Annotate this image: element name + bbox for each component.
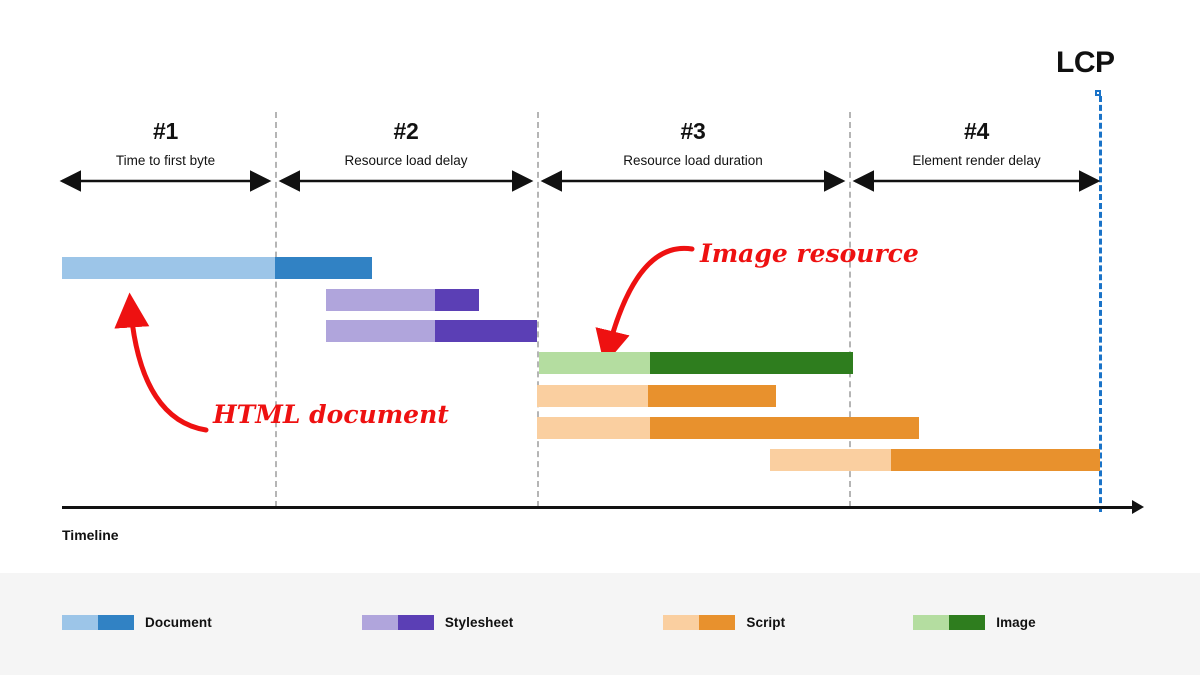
bar-segment-transfer [650, 352, 853, 374]
phase-number-4: #4 [964, 118, 989, 144]
phase-name-2: Resource load delay [344, 153, 468, 168]
legend-swatch-script-icon [663, 615, 736, 630]
bar-segment-wait [537, 417, 650, 439]
phase-divider-2 [537, 112, 539, 507]
timeline-axis-label: Timeline [62, 527, 119, 543]
html-document-annotation-arrow [114, 292, 209, 433]
lcp-marker-cap-icon [1095, 90, 1101, 96]
bar-segment-wait [326, 320, 435, 342]
timeline-axis-arrowhead-icon [1132, 500, 1144, 514]
legend-item-script: Script [663, 615, 785, 630]
legend-item-image: Image [913, 615, 1036, 630]
phase-divider-1 [275, 112, 277, 507]
lcp-label: LCP [1056, 46, 1115, 79]
phase-number-3: #3 [680, 118, 706, 144]
timeline-axis [62, 506, 1134, 509]
phase-divider-3 [849, 112, 851, 507]
bar-segment-wait [62, 257, 275, 279]
bar-segment-transfer [891, 449, 1100, 471]
phase-number-2: #2 [393, 118, 419, 144]
image-resource-annotation-arrow [595, 245, 695, 366]
legend-swatch-document-icon [62, 615, 134, 630]
phase-name-4: Element render delay [912, 153, 1041, 168]
waterfall-bar-script-7 [770, 449, 1100, 471]
lcp-vertical-line [1099, 96, 1102, 512]
waterfall-bar-image-4 [539, 352, 853, 374]
waterfall-bar-document-1 [62, 257, 372, 279]
legend-swatch-stylesheet-icon [361, 615, 434, 630]
bar-segment-wait [770, 449, 891, 471]
bar-segment-wait [326, 289, 435, 311]
waterfall-bar-stylesheet-2 [326, 289, 479, 311]
legend-label-image: Image [996, 615, 1036, 630]
waterfall-bar-stylesheet-3 [326, 320, 537, 342]
bar-segment-transfer [435, 320, 537, 342]
bar-segment-transfer [648, 385, 776, 407]
legend: Document Stylesheet Script Image [62, 615, 1036, 630]
bar-segment-transfer [435, 289, 479, 311]
waterfall-bar-script-5 [537, 385, 776, 407]
html-document-annotation-label: HTML document [213, 400, 449, 429]
legend-swatch-image-icon [913, 615, 986, 630]
phase-name-1: Time to first byte [115, 153, 216, 168]
legend-label-stylesheet: Stylesheet [444, 615, 514, 630]
phase-name-3: Resource load duration [623, 153, 763, 168]
legend-label-document: Document [145, 615, 212, 630]
bar-segment-transfer [275, 257, 372, 279]
legend-label-script: Script [746, 615, 786, 630]
phase-number-1: #1 [153, 118, 178, 144]
legend-band: Document Stylesheet Script Image [0, 573, 1200, 675]
bar-segment-wait [537, 385, 648, 407]
legend-item-document: Document [62, 615, 212, 630]
legend-item-stylesheet: Stylesheet [361, 615, 514, 630]
bar-segment-transfer [650, 417, 919, 439]
image-resource-annotation-label: Image resource [700, 239, 919, 268]
bar-segment-wait [539, 352, 650, 374]
waterfall-bar-script-6 [537, 417, 919, 439]
